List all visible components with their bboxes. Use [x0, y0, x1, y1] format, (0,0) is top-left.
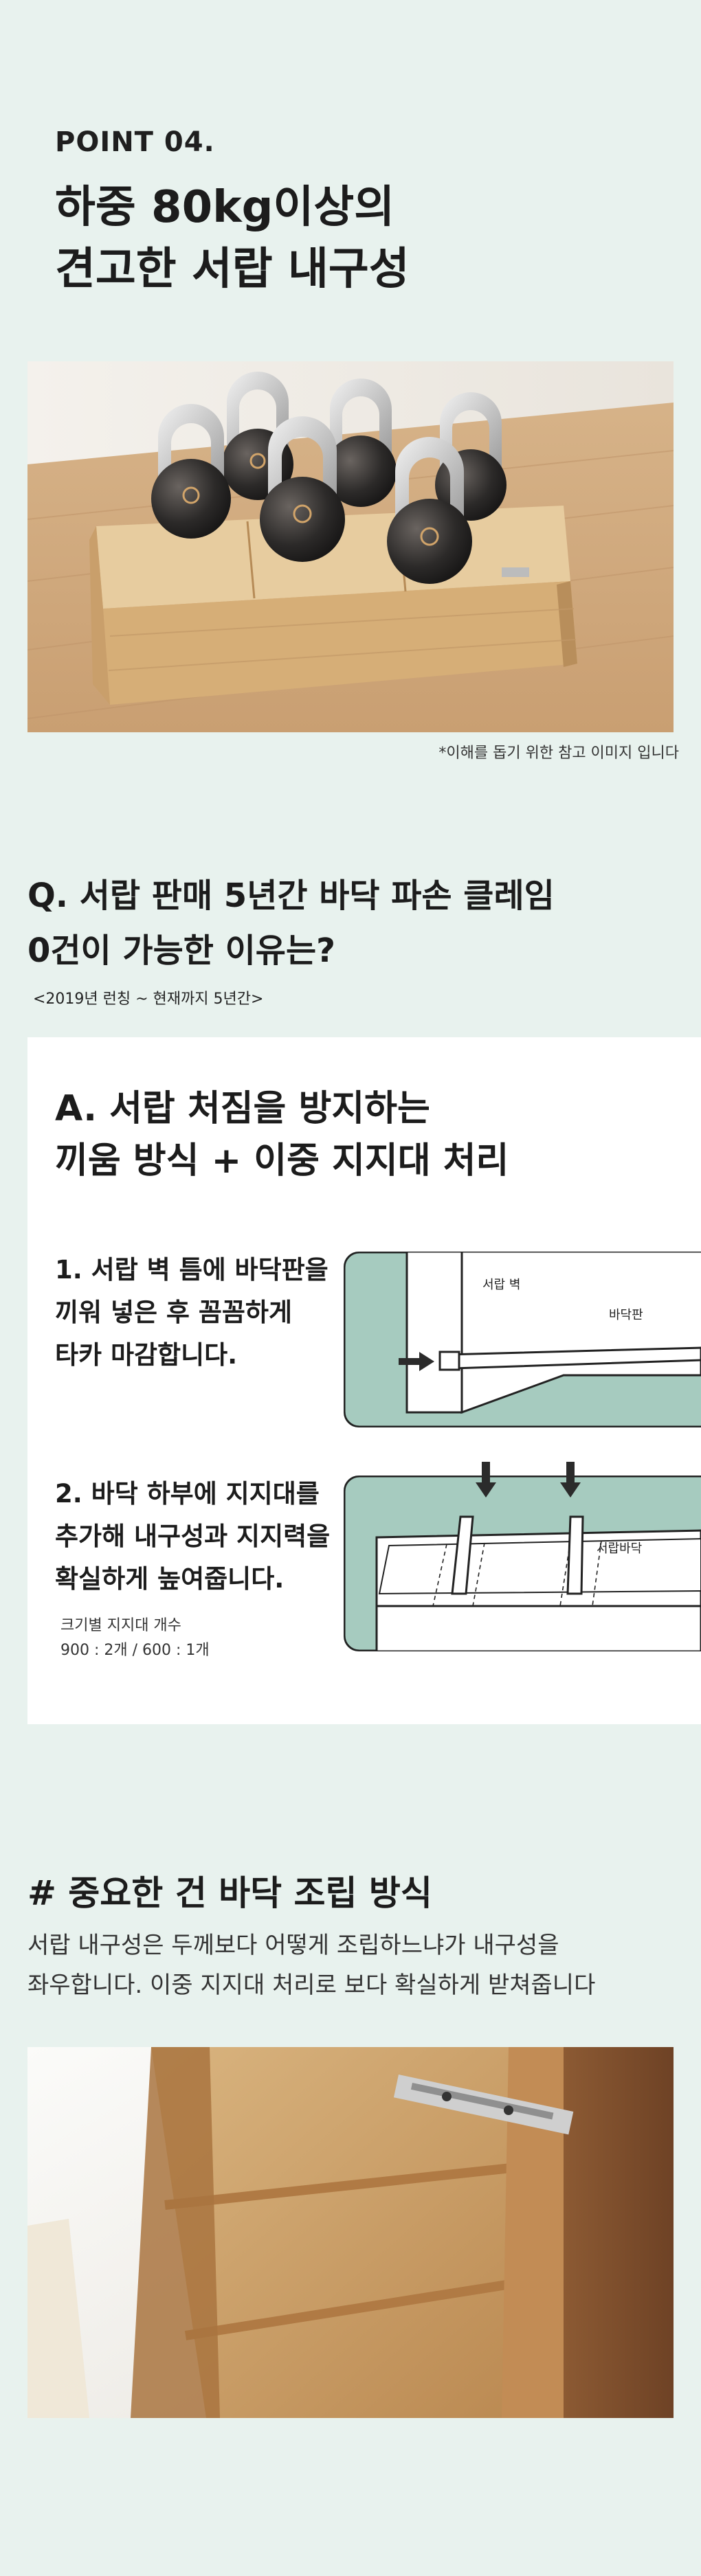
step2-line1: 2. 바닥 하부에 지지대를 — [55, 1479, 320, 1509]
arrow-down-icon — [474, 1460, 498, 1502]
diagram-label-drawer-floor: 서랍바닥 — [597, 1541, 643, 1556]
headline-line2: 견고한 서랍 내구성 — [55, 244, 410, 295]
headline-line1: 하중 80kg이상의 — [55, 182, 395, 233]
question-line1: Q. 서랍 판매 5년간 바닥 파손 클레임 — [27, 877, 555, 915]
arrow-down-icon — [559, 1460, 582, 1502]
photo-caption: *이해를 돕기 위한 참고 이미지 입니다 — [438, 745, 679, 762]
step1-diagram — [344, 1252, 701, 1427]
step2-line3: 확실하게 높여줍니다. — [55, 1564, 285, 1594]
step1-line3: 타카 마감합니다. — [55, 1340, 238, 1370]
diagram-label-floor: 바닥판 — [609, 1308, 643, 1322]
answer-line1: A. 서랍 처짐을 방지하는 — [55, 1088, 430, 1129]
drawer-underside-photo — [27, 2047, 674, 2418]
step2-diagram — [344, 1476, 701, 1651]
point-label: POINT 04. — [55, 126, 215, 158]
assembly-text-line2: 좌우합니다. 이중 지지대 처리로 보다 확실하게 받쳐줍니다 — [27, 1971, 596, 1999]
question-line2: 0건이 가능한 이유는? — [27, 931, 335, 970]
assembly-text-line1: 서랍 내구성은 두께보다 어떻게 조립하느냐가 내구성을 — [27, 1932, 559, 1959]
support-count-title: 크기별 지지대 개수 — [60, 1617, 181, 1634]
arrow-right-icon — [397, 1351, 436, 1375]
support-count-values: 900 : 2개 / 600 : 1개 — [60, 1642, 210, 1659]
diagram-label-wall: 서랍 벽 — [482, 1278, 521, 1292]
kettlebell-drawer-photo — [27, 361, 674, 732]
answer-line2: 끼움 방식 + 이중 지지대 처리 — [55, 1140, 509, 1182]
question-subtitle: <2019년 런칭 ~ 현재까지 5년간> — [33, 991, 264, 1008]
step1-line1: 1. 서랍 벽 틈에 바닥판을 — [55, 1255, 329, 1285]
assembly-title: # 중요한 건 바닥 조립 방식 — [27, 1873, 432, 1913]
step2-line2: 추가해 내구성과 지지력을 — [55, 1522, 331, 1551]
step1-line2: 끼워 넣은 후 꼼꼼하게 — [55, 1298, 293, 1327]
